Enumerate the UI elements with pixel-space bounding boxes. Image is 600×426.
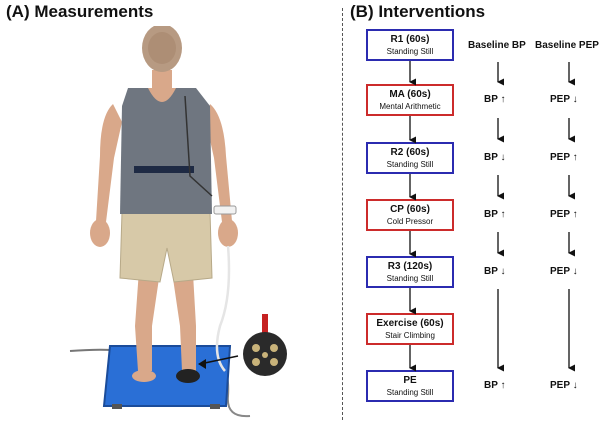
r3-pep-response: PEP ↓ [550,266,578,277]
step-r3: R3 (120s) Standing Still [366,256,454,288]
step-exercise-name: Exercise (60s) [376,318,444,329]
step-r1-name: R1 (60s) [390,34,430,45]
cp-pep-response: PEP ↑ [550,209,578,220]
step-pe-name: PE [403,375,417,386]
ma-bp-response: BP ↑ [484,94,506,105]
step-cp: CP (60s) Cold Pressor [366,199,454,231]
step-exercise: Exercise (60s) Stair Climbing [366,313,454,345]
step-cp-desc: Cold Pressor [386,217,434,226]
r2-bp-response: BP ↓ [484,152,506,163]
step-r3-name: R3 (120s) [387,261,433,272]
step-pe-desc: Standing Still [386,388,434,397]
panel-divider [342,8,343,420]
baseline-pep-header: Baseline PEP [535,40,599,51]
baseline-bp-header: Baseline BP [468,40,526,51]
pe-pep-response: PEP ↓ [550,380,578,391]
pe-bp-response: BP ↑ [484,380,506,391]
step-r2-name: R2 (60s) [390,147,430,158]
ma-pep-response: PEP ↓ [550,94,578,105]
panel-a-title: (A) Measurements [6,2,154,21]
step-ma-name: MA (60s) [389,89,431,100]
subject-photo [69,26,287,418]
step-ma: MA (60s) Mental Arithmetic [366,84,454,116]
panel-b-title: (B) Interventions [350,2,486,21]
r2-pep-response: PEP ↑ [550,152,578,163]
step-exercise-desc: Stair Climbing [385,331,435,340]
step-pe: PE Standing Still [366,370,454,402]
step-r3-desc: Standing Still [386,274,434,283]
cp-bp-response: BP ↑ [484,209,506,220]
step-r2: R2 (60s) Standing Still [366,142,454,174]
r3-bp-response: BP ↓ [484,266,506,277]
step-cp-name: CP (60s) [390,204,430,215]
step-ma-desc: Mental Arithmetic [379,102,441,111]
step-r1-desc: Standing Still [386,47,434,56]
step-r1: R1 (60s) Standing Still [366,29,454,61]
step-r2-desc: Standing Still [386,160,434,169]
